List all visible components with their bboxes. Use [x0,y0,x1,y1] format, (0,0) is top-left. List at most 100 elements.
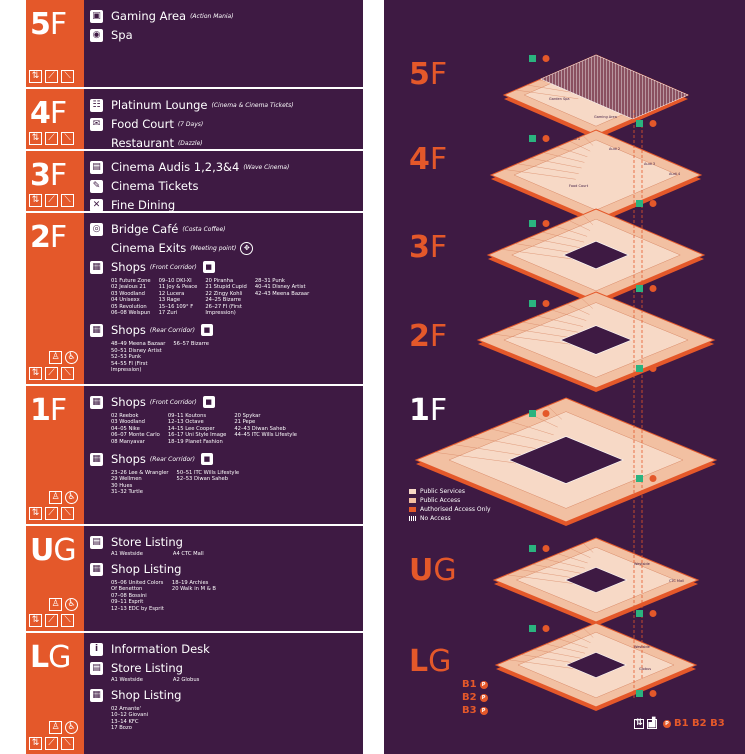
service-icon [542,300,550,307]
escalator-icon: ⟋ [45,614,58,627]
room-label: Food Court [569,184,589,188]
map-floor-plate [476,291,716,392]
lift-icon: ⇅ [29,194,42,207]
exit-icon [529,545,536,552]
legend-authorised: Authorised Access Only [409,505,491,514]
service-icon [542,625,550,632]
shop-item: 15–16 109° F [158,303,194,310]
room-label: Audi 3 [644,162,655,166]
floor-facility-icons: ⇅⟋⟍ [29,67,81,83]
shop-item: 21 Pepe [234,419,256,426]
floor-label: 5F [30,7,67,42]
shop-item: 29 Wellmen [111,476,142,483]
floor-section-2f: 2F♙♿⇅⟋⟍◎Bridge Café(Costa Coffee)Cinema … [26,213,363,386]
entry-title: Cinema Exits [111,241,187,255]
floor-facility-icons: ♙♿⇅⟋⟍ [29,348,81,380]
directory-entry: ☷Platinum Lounge(Cinema & Cinema Tickets… [90,97,357,113]
map-label-5f: 5F [409,57,448,92]
entry-title: Fine Dining [111,198,176,212]
parking-icon: P [479,706,488,715]
shop-item: 52–53 Punk [111,354,142,361]
shop-icon: ▦ [90,395,103,409]
lift-icon: ⇅ [29,507,42,520]
wheelchair-icon: ♿ [65,491,78,504]
map-label-4f: 4F [409,142,448,177]
floor-color-bar: 3F⇅⟋⟍ [26,151,84,211]
floor-color-bar: 5F ⇅⟋⟍ [26,0,84,87]
restroom-icon: ♙ [49,491,62,504]
shop-item: 04 Unisexx [111,297,140,304]
floor-color-bar: LG♙♿⇅⟋⟍ [26,633,84,754]
exit-icon [529,300,536,307]
shop-item: 20 Spykar [234,413,261,419]
entry-title: Cinema Tickets [111,179,199,193]
shopping-bag-icon: ■ [200,324,213,337]
shop-item: 02 Amante' [111,706,141,712]
blank-icon [90,242,103,255]
cinema-icon: ▤ [90,160,103,174]
floor-facility-icons: ♙♿⇅⟋⟍ [29,718,81,750]
directory-entry: ▦Shop Listing [90,687,357,703]
map-floor-plate [492,537,700,626]
entry-title: Platinum Lounge [111,98,208,112]
floor-label: LG [30,640,71,675]
room-label: Garden Spa [549,97,570,101]
directory-entry: ▦Shops(Front Corridor)■ [90,259,357,275]
floor-label: 1F [30,393,67,428]
escalator-icon: ⟋ [45,70,58,83]
entry-title: Store Listing [111,661,183,675]
wheelchair-icon: ♿ [65,721,78,734]
store-icon: ▤ [90,661,103,675]
lift-icon: ⇅ [29,737,42,750]
exit-icon [529,55,536,62]
entry-title: Food Court [111,117,174,131]
map-floor-plate [494,622,698,711]
map-floor-plate [414,397,718,526]
directory-entry: ◉Spa [90,27,357,43]
shop-item: 52–53 Diwan Saheb [176,476,229,483]
shop-item: 09–10 DKI-XI [158,278,192,284]
escalator-icon: ⟋ [45,132,58,145]
shop-item: Impression) [111,367,142,374]
entry-subtitle: (Front Corridor) [149,398,197,406]
legend-public-services: Public Services [409,487,491,496]
floor-listing: ◎Bridge Café(Costa Coffee)Cinema Exits(M… [90,221,357,379]
exit-icon [529,410,536,417]
escalator-icon: ⟋ [45,737,58,750]
directory-entry: ▤Cinema Audis 1,2,3&4(Wave Cinema) [90,159,357,175]
restroom-icon: ♙ [49,721,62,734]
entry-subtitle: (Meeting point) [190,244,237,252]
directory-entry: ✎Cinema Tickets [90,178,357,194]
shop-item: 18–19 Archies [171,580,209,586]
exit-icon [529,625,536,632]
shop-item: 30 Hues [111,482,133,489]
shop-item: 18–19 Planet Fashion [167,438,223,445]
entry-title: Shops [111,395,146,409]
directory-entry: ▣Gaming Area(Action Mania) [90,8,357,24]
shop-item: 23–26 Lee & Wrangler [111,470,169,477]
shop-item: 42–43 Meena Bazaar [254,290,310,297]
escalator-icon: ⟋ [45,367,58,380]
map-label-2f: 2F [409,319,448,354]
shop-item: 08 Manyavar [111,438,145,445]
entry-subtitle: (Action Mania) [190,12,234,20]
shop-item: 24–25 Bizarre [205,297,241,304]
lift-icon: ⇅ [29,70,42,83]
service-icon [542,220,550,227]
entry-title: Bridge Café [111,222,179,236]
service-icon [542,545,550,552]
map-floor-plate [489,129,703,224]
shop-item: 11 Joy & Peace [158,284,198,291]
exit-icon [529,135,536,142]
floor-label: 3F [30,158,67,193]
